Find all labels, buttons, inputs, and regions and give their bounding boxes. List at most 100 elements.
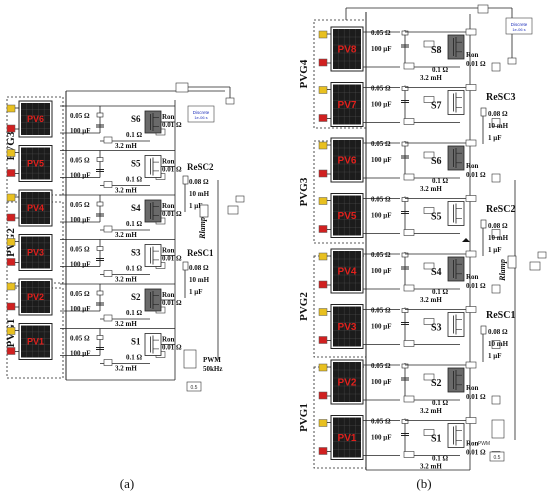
- resc-inductance: 10 mH: [488, 340, 509, 348]
- switch-label: S3: [131, 248, 141, 258]
- ron-value: 0.01 Ω: [162, 166, 182, 174]
- measurement: [491, 62, 501, 72]
- current-sensor: [103, 181, 113, 188]
- bus-meter: [225, 97, 235, 105]
- pwm-block: [183, 349, 197, 369]
- temperature-source: [6, 302, 16, 311]
- pv-module: PV2: [6, 278, 53, 316]
- inductance-value: 3.2 mH: [115, 276, 137, 284]
- pv-label: PV3: [27, 248, 44, 258]
- mosfet-switch: [144, 110, 162, 134]
- resc-capacitance: 1 μF: [488, 246, 502, 254]
- measurement: [491, 340, 501, 349]
- line-resistance: 0.1 Ω: [126, 265, 143, 273]
- ron-value: 0.01 Ω: [162, 299, 182, 307]
- resc-resistance: 0.08 Ω: [488, 222, 508, 230]
- measurement: [491, 395, 501, 405]
- temperature-source: [318, 58, 328, 67]
- const-value: 0.5: [191, 385, 198, 391]
- resc-resistance: 0.08 Ω: [189, 264, 209, 272]
- pv-panel: [333, 306, 361, 347]
- pv-panel: [21, 281, 50, 313]
- pv-label: PV2: [27, 292, 44, 302]
- temperature-source: [318, 336, 328, 344]
- pv-label: PV6: [338, 156, 357, 167]
- resistor-value: 0.05 Ω: [70, 335, 90, 343]
- ron-label: Ron: [466, 384, 479, 392]
- line-resistance: 0.1 Ω: [432, 399, 449, 407]
- measurement: [491, 284, 501, 294]
- resc-inductance: 10 mH: [189, 276, 210, 284]
- capacitor-value: 100 μF: [70, 305, 91, 313]
- resistor-value: 0.05 Ω: [371, 251, 391, 259]
- pwm-label: PWM: [478, 441, 490, 447]
- irradiance-source: [6, 282, 16, 291]
- meter: [465, 28, 477, 36]
- switch-label: S1: [431, 434, 442, 445]
- current-sensor: [103, 136, 113, 144]
- temperature-source: [6, 213, 16, 222]
- irradiance-source: [318, 141, 328, 150]
- current-sensor: [403, 118, 415, 125]
- ron-value: 0.01 Ω: [162, 121, 182, 129]
- ron-label: Ron: [466, 51, 479, 59]
- resc-inductance: 10 mH: [189, 190, 210, 198]
- inductance-value: 3.2 mH: [420, 296, 442, 304]
- resc-label: ReSC3: [486, 92, 515, 103]
- resc-resistor: [480, 107, 487, 117]
- resc-inductance: 10 mH: [488, 122, 509, 130]
- resistor-value: 0.05 Ω: [371, 362, 391, 370]
- group-label: PVG2: [298, 292, 310, 321]
- current-sensor: [403, 173, 415, 181]
- line-resistance: 0.1 Ω: [126, 131, 143, 139]
- resistor-value: 0.05 Ω: [371, 85, 391, 93]
- pv-label: PV4: [338, 267, 357, 278]
- switch-label: S5: [131, 159, 141, 169]
- meter: [465, 250, 477, 258]
- pv-module: PV3: [6, 234, 53, 271]
- current-sensor: [403, 284, 415, 292]
- resc-resistance: 0.08 Ω: [189, 178, 209, 186]
- ron-label: Ron: [162, 202, 175, 210]
- display: [235, 195, 245, 203]
- load-resistor: [199, 204, 209, 218]
- discrete-value: 1e-06 s: [512, 27, 525, 32]
- irradiance-source: [318, 197, 328, 205]
- resc-resistor: [480, 325, 487, 335]
- resc-capacitance: 1 μF: [488, 134, 502, 142]
- resc-resistance: 0.08 Ω: [488, 110, 508, 118]
- pv-module: PV3: [318, 304, 364, 349]
- pv-module: PV1: [318, 415, 364, 460]
- mosfet-switch: [447, 312, 465, 337]
- pv-module: PV4: [318, 248, 364, 294]
- pv-module: PV7: [318, 82, 364, 127]
- load-label: Rlamp: [498, 259, 507, 282]
- resistor-value: 0.05 Ω: [70, 201, 90, 209]
- gate-driver: [423, 151, 435, 159]
- pv-module: PV2: [318, 359, 364, 405]
- resistor: [96, 112, 104, 118]
- ron-value: 0.01 Ω: [162, 210, 182, 218]
- switch-label: S7: [431, 101, 442, 112]
- ron-value: 0.01 Ω: [466, 171, 486, 179]
- temperature-source: [318, 225, 328, 233]
- group-label: PVG3: [298, 177, 310, 206]
- ron-value: 0.01 Ω: [162, 255, 182, 263]
- gate-driver: [423, 373, 435, 381]
- switch-label: S8: [431, 45, 442, 56]
- line-resistance: 0.1 Ω: [126, 309, 143, 317]
- mosfet-switch: [144, 244, 162, 267]
- const-block: [186, 381, 202, 392]
- resistor: [96, 157, 104, 162]
- discrete-value: 1e-06 s: [194, 115, 207, 120]
- resistor-value: 0.05 Ω: [371, 140, 391, 148]
- resc-label: ReSC2: [486, 204, 515, 215]
- measurement: [491, 118, 501, 127]
- resistor: [401, 30, 409, 36]
- capacitor-value: 100 μF: [70, 261, 91, 269]
- switch-label: S4: [431, 267, 442, 278]
- capacitor-value: 100 μF: [371, 378, 392, 386]
- measurement: [491, 229, 501, 238]
- group-label: PVG1: [298, 403, 310, 432]
